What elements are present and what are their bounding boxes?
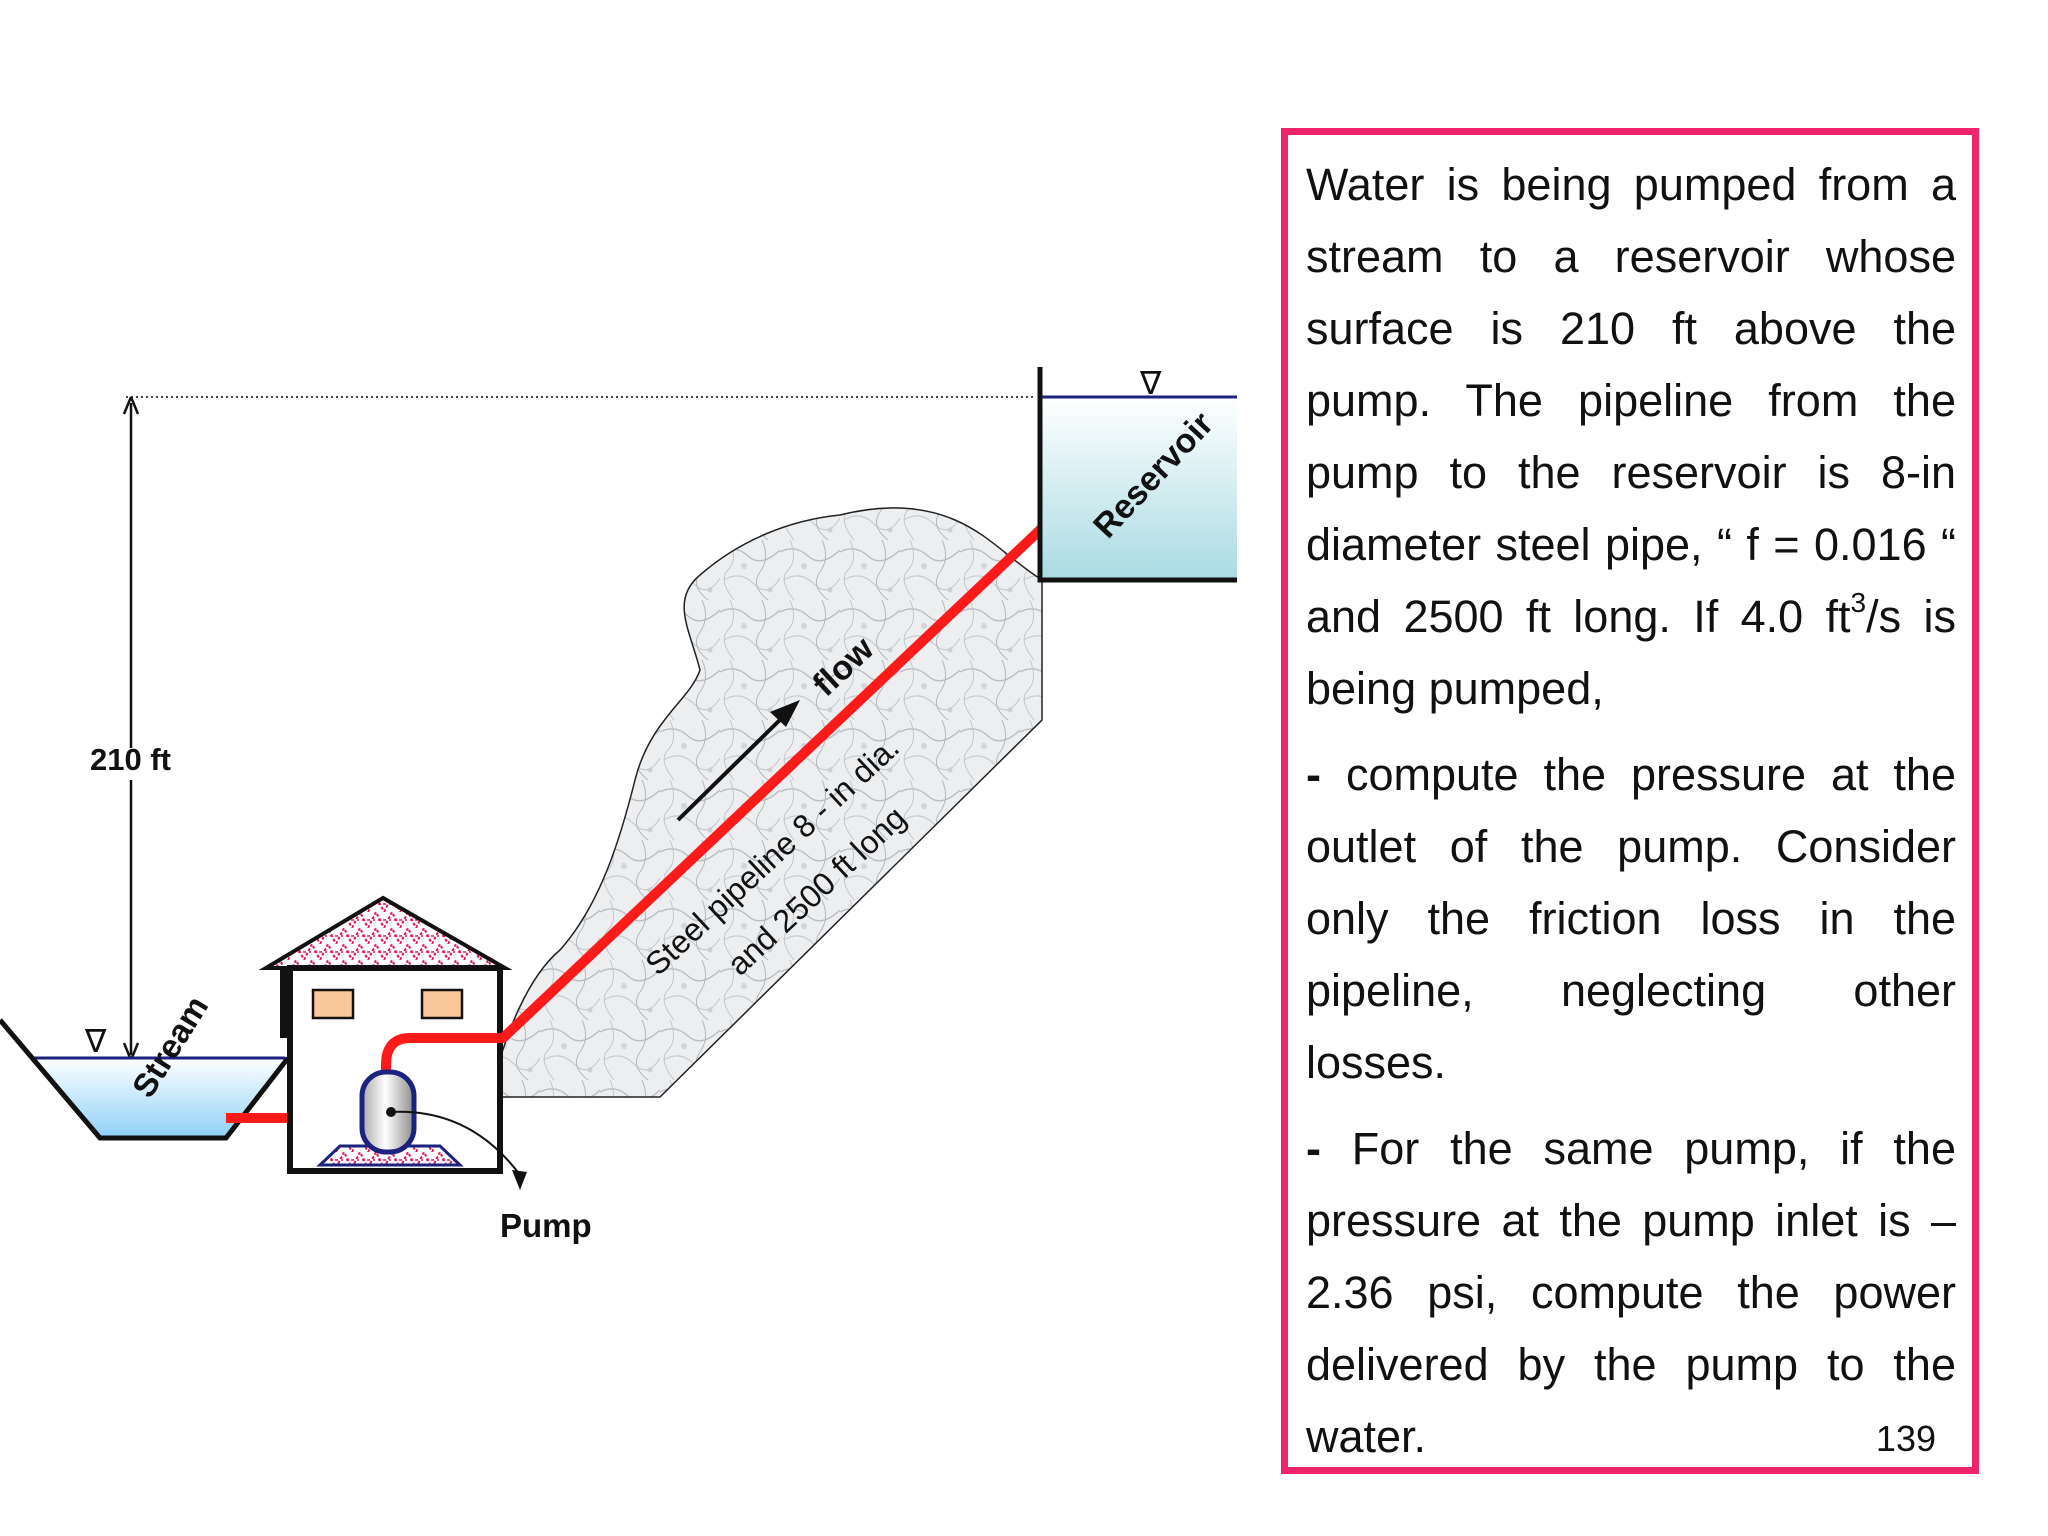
problem-intro-text-a: Water is being pumped from a stream to a… — [1306, 159, 1956, 642]
pump-callout-line — [390, 1110, 521, 1176]
problem-item-2: - For the same pump, if the pressure at … — [1306, 1113, 1956, 1473]
reservoir-tank — [1037, 367, 1237, 583]
problem-item-1: - compute the pressure at the outlet of … — [1306, 739, 1956, 1099]
reservoir-water — [1042, 397, 1237, 580]
cubic-superscript: 3 — [1850, 587, 1867, 618]
reservoir-surface-symbol: ∇ — [1139, 364, 1162, 402]
pump-label: Pump — [500, 1207, 592, 1244]
problem-item-2-text: For the same pump, if the pressure at th… — [1306, 1123, 1956, 1462]
pump-house-roof — [258, 895, 513, 970]
problem-statement-box: Water is being pumped from a stream to a… — [1281, 128, 1979, 1474]
problem-intro: Water is being pumped from a stream to a… — [1306, 149, 1956, 725]
stream-surface-symbol: ∇ — [84, 1022, 107, 1060]
pump-house-window-right — [420, 988, 464, 1020]
stream-water — [32, 1058, 285, 1138]
problem-item-1-text: compute the pressure at the outlet of th… — [1306, 749, 1956, 1088]
height-dimension-arrow — [122, 396, 140, 1061]
discharge-pipe — [381, 524, 1046, 1090]
hillside-rock — [489, 507, 1043, 1098]
bullet-dash: - — [1306, 749, 1321, 800]
flow-arrow — [676, 700, 800, 822]
problem-intro-text-b: /s is being pumped, — [1306, 591, 1956, 714]
stream-channel — [0, 1018, 290, 1141]
page-number: 139 — [1875, 1418, 1936, 1459]
bullet-dash: - — [1306, 1123, 1321, 1174]
height-label: 210 ft — [90, 742, 171, 777]
pumping-system-diagram: 210 ft ∇ Stream Pump ∇ Reservoir flow St… — [0, 364, 1237, 1244]
pump-house-window-left — [311, 988, 355, 1020]
